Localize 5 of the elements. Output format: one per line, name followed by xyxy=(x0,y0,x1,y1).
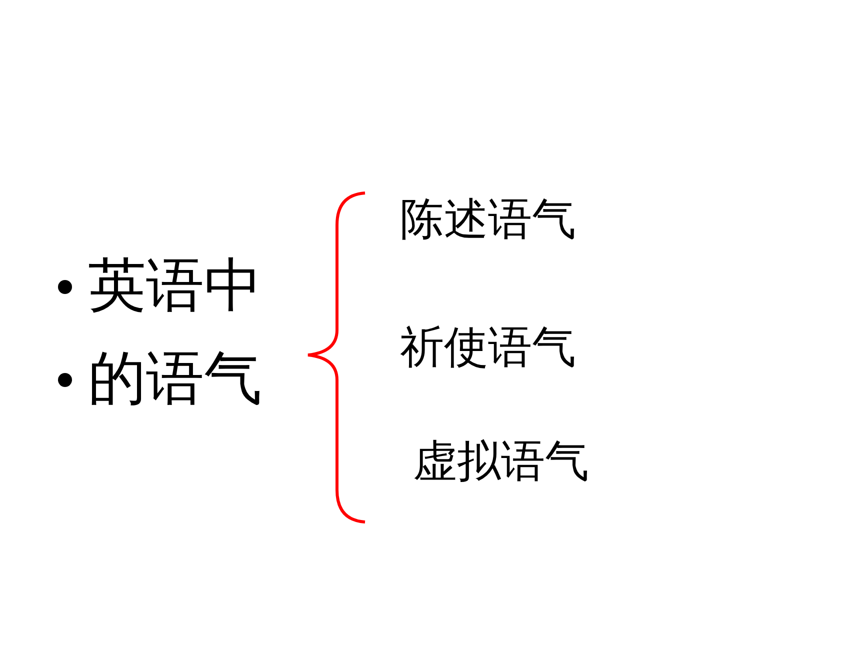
bullet-text: 英语中 xyxy=(88,256,262,314)
bullet-text: 的语气 xyxy=(88,349,262,407)
branch-text: 虚拟语气 xyxy=(413,440,589,484)
branch-text: 陈述语气 xyxy=(400,198,576,242)
branch-text: 祈使语气 xyxy=(400,326,576,370)
